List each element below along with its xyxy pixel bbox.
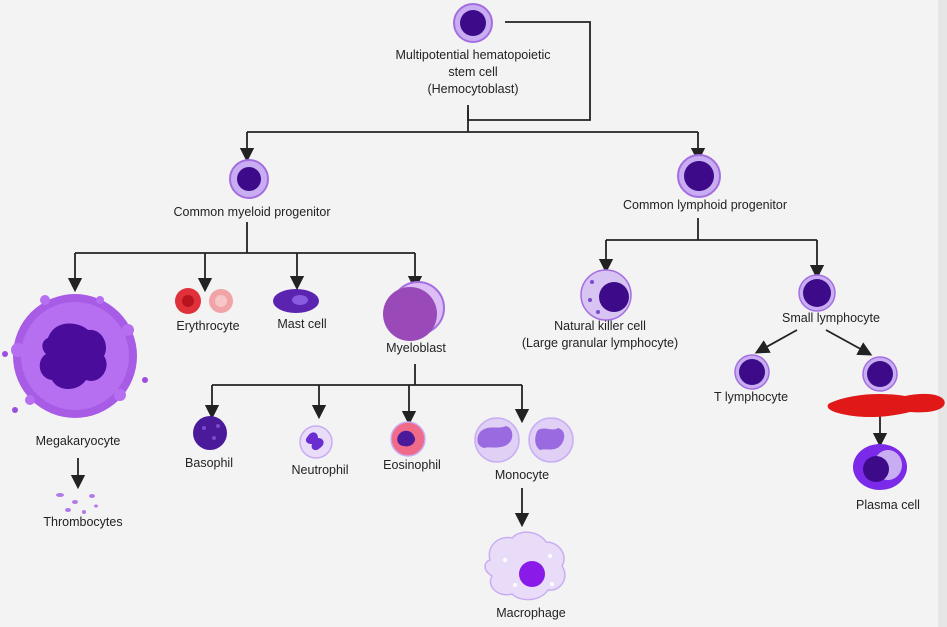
neutrophil-image	[299, 425, 333, 459]
megakaryocyte-image	[2, 294, 148, 418]
erythrocyte-label: Erythrocyte	[176, 319, 240, 333]
stem-cell-label-line1: Multipotential hematopoietic	[395, 48, 551, 62]
myeloblast-label: Myeloblast	[386, 341, 446, 355]
basophil-image	[193, 416, 227, 450]
mast-cell-image	[273, 289, 319, 313]
nk-cell-label-line2: (Large granular lymphocyte)	[521, 336, 679, 350]
stem-cell-image	[453, 3, 493, 43]
eosinophil-image	[390, 421, 426, 457]
megakaryocyte-label: Megakaryocyte	[35, 434, 121, 448]
neutrophil-label: Neutrophil	[291, 463, 349, 477]
right-edge-strip	[938, 0, 947, 627]
red-redaction-mark	[827, 393, 945, 418]
t-lymphocyte-label: T lymphocyte	[713, 390, 789, 404]
basophil-label: Basophil	[185, 456, 233, 470]
connector-lines	[67, 21, 888, 528]
arrow-to-b-lymphocyte	[825, 329, 873, 356]
nk-cell-label: Natural killer cell (Large granular lymp…	[522, 318, 678, 352]
mast-cell-label: Mast cell	[277, 317, 327, 331]
stem-cell-label-line2: stem cell	[448, 65, 498, 79]
erythrocyte-image	[175, 288, 233, 314]
small-lymphocyte-label: Small lymphocyte	[782, 311, 880, 325]
plasma-cell-label: Plasma cell	[856, 498, 920, 512]
stem-cell-label-line3: (Hemocytoblast)	[427, 82, 519, 96]
monocyte-label: Monocyte	[494, 468, 550, 482]
lymphoid-progenitor-image	[677, 154, 721, 198]
t-lymphocyte-image	[734, 354, 770, 390]
myeloblast-image	[383, 281, 445, 341]
b-lymphocyte-image	[862, 356, 898, 392]
myeloid-progenitor-image	[229, 159, 269, 199]
eosinophil-label: Eosinophil	[383, 458, 441, 472]
arrow-to-t-lymphocyte	[754, 329, 798, 354]
monocyte-image	[474, 417, 574, 463]
small-lymphocyte-image	[798, 274, 836, 312]
nk-cell-image	[580, 269, 632, 321]
macrophage-label: Macrophage	[496, 606, 566, 620]
stem-cell-label: Multipotential hematopoietic stem cell (…	[396, 47, 551, 98]
thrombocytes-image	[56, 493, 98, 514]
macrophage-image	[484, 531, 566, 601]
thrombocytes-label: Thrombocytes	[43, 515, 123, 529]
lymphoid-progenitor-label: Common lymphoid progenitor	[623, 198, 787, 212]
plasma-cell-image	[853, 444, 907, 490]
myeloid-progenitor-label: Common myeloid progenitor	[173, 205, 331, 219]
nk-cell-label-line1: Natural killer cell	[554, 319, 646, 333]
